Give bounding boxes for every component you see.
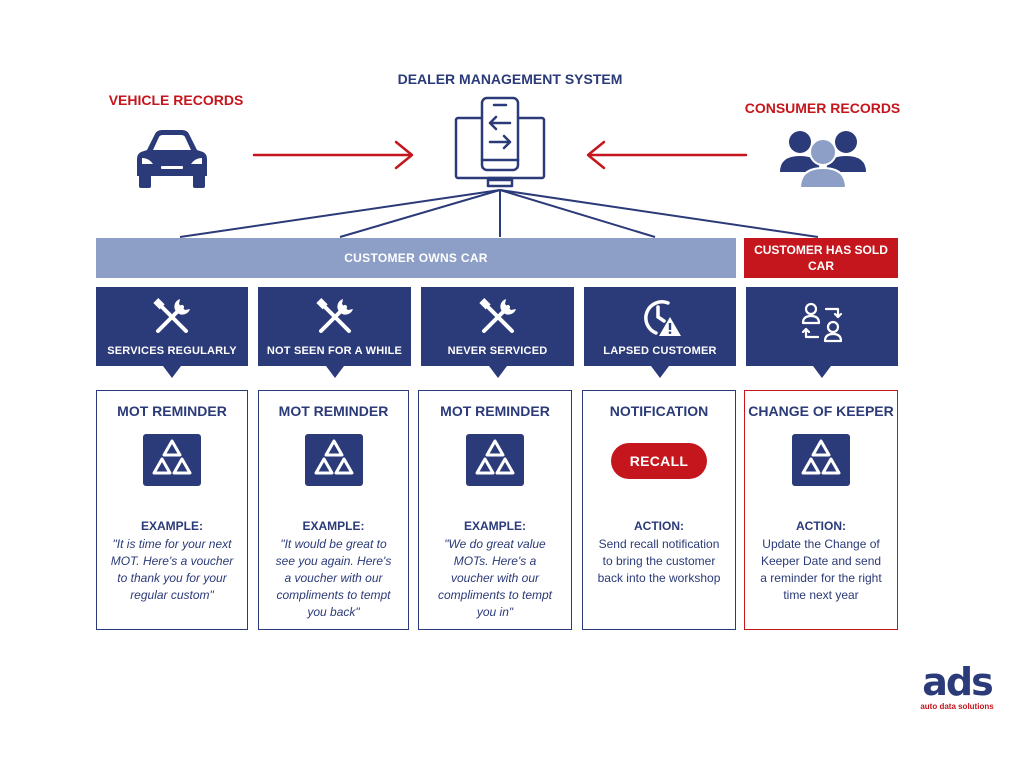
segment-sold-car — [746, 287, 898, 378]
card-notification: NOTIFICATION RECALL ACTION: Send recall … — [582, 390, 736, 630]
segment-label: NOT SEEN FOR A WHILE — [266, 345, 403, 357]
mot-triangles-icon — [466, 434, 524, 486]
car-icon — [137, 130, 207, 188]
card-text: Update the Change of Keeper Date and sen… — [760, 537, 882, 602]
tools-icon — [153, 298, 190, 333]
segment-label: LAPSED CUSTOMER — [603, 345, 717, 357]
consumer-records-title: CONSUMER RECORDS — [744, 100, 901, 116]
card-heading: CHANGE OF KEEPER — [748, 403, 894, 419]
recall-button[interactable]: RECALL — [611, 443, 707, 479]
card-heading: MOT REMINDER — [117, 403, 227, 419]
card-mot-reminder-3: MOT REMINDER EXAMPLE: "We do great value… — [418, 390, 572, 630]
card-heading: NOTIFICATION — [609, 403, 709, 419]
mot-triangles-icon — [792, 434, 850, 486]
segment-services-regularly: SERVICES REGULARLY — [96, 287, 248, 378]
card-mot-reminder-2: MOT REMINDER EXAMPLE: "It would be great… — [258, 390, 409, 630]
tools-icon — [478, 298, 516, 333]
customer-sold-car-bar: CUSTOMER HAS SOLD CAR — [744, 238, 898, 278]
segment-pointer — [813, 366, 831, 378]
vehicle-records-title: VEHICLE RECORDS — [108, 92, 244, 108]
clock-warning-icon — [644, 300, 681, 336]
logo-mark: ads — [922, 660, 993, 704]
dms-title: DEALER MANAGEMENT SYSTEM — [397, 71, 623, 87]
card-heading: MOT REMINDER — [440, 403, 550, 419]
people-transfer-icon — [801, 302, 843, 343]
card-key: ACTION: — [796, 519, 846, 533]
card-text: "It would be great to see you again. Her… — [275, 537, 392, 619]
card-key: ACTION: — [634, 519, 684, 533]
customer-owns-car-bar: CUSTOMER OWNS CAR — [96, 238, 736, 278]
card-key: EXAMPLE: — [463, 519, 526, 533]
devices-icon — [454, 96, 546, 188]
people-icon — [780, 131, 866, 188]
segment-not-seen: NOT SEEN FOR A WHILE — [258, 287, 411, 378]
segment-lapsed-customer: LAPSED CUSTOMER — [584, 287, 736, 378]
ads-logo: ads auto data solutions — [914, 660, 1000, 714]
tools-icon — [315, 298, 353, 333]
segment-pointer — [651, 366, 669, 378]
segment-label: NEVER SERVICED — [447, 345, 548, 357]
segment-pointer — [163, 366, 181, 378]
card-key: EXAMPLE: — [302, 519, 365, 533]
segment-never-serviced: NEVER SERVICED — [421, 287, 574, 378]
card-key: EXAMPLE: — [140, 519, 203, 533]
card-text: "It is time for your next MOT. Here's a … — [110, 537, 234, 602]
segment-label: SERVICES REGULARLY — [107, 345, 237, 357]
mot-triangles-icon — [304, 434, 363, 486]
segment-pointer — [488, 366, 507, 378]
card-heading: MOT REMINDER — [278, 403, 389, 419]
card-text: Send recall notification to bring the cu… — [597, 537, 721, 585]
logo-tagline: auto data solutions — [920, 702, 994, 711]
card-change-of-keeper: CHANGE OF KEEPER ACTION: Update the Chan… — [744, 390, 898, 630]
mot-triangles-icon — [143, 434, 201, 486]
card-text: "We do great value MOTs. Here's a vouche… — [437, 537, 553, 619]
segment-pointer — [325, 366, 344, 378]
card-mot-reminder-1: MOT REMINDER EXAMPLE: "It is time for yo… — [96, 390, 248, 630]
